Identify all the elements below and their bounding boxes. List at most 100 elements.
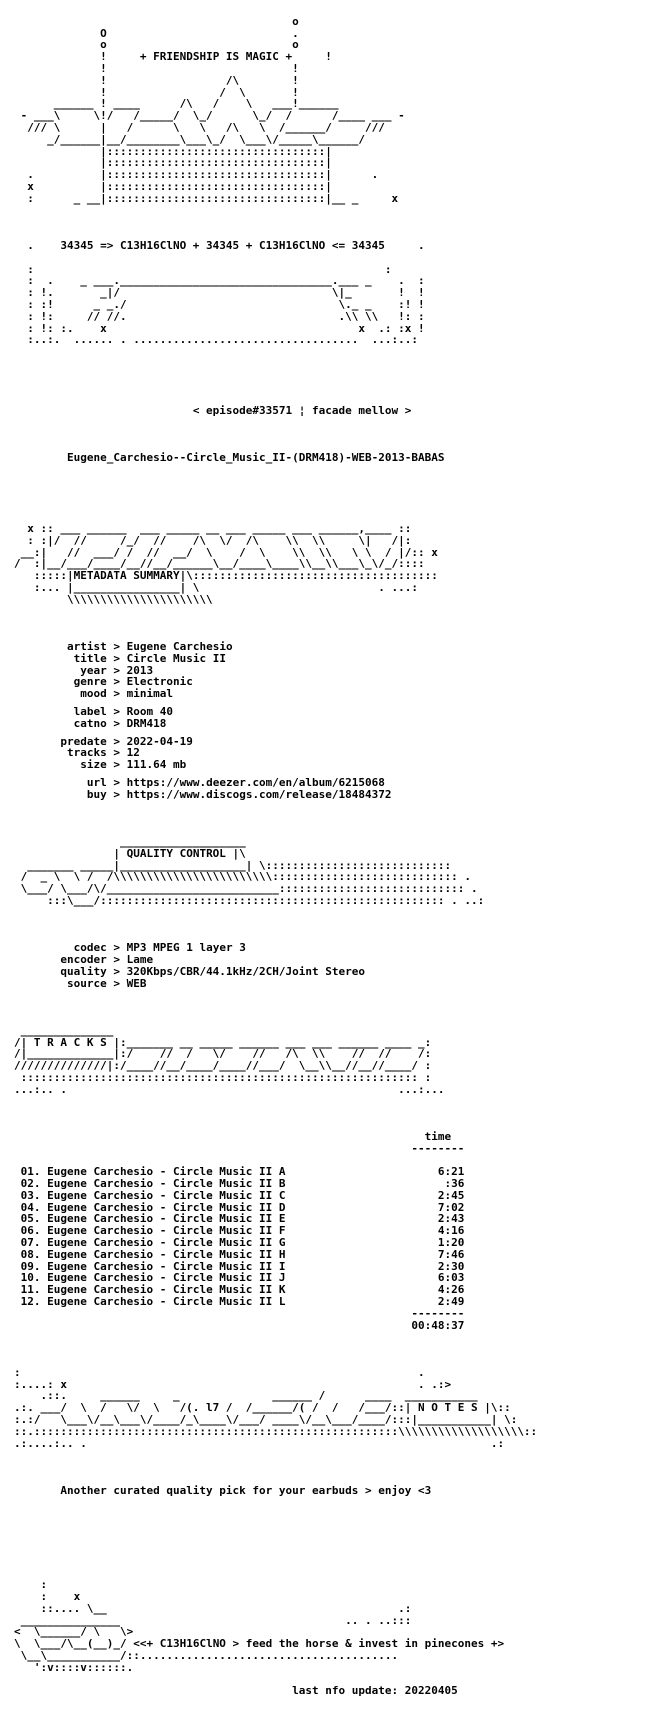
track-row: 01. Eugene Carchesio - Circle Music II A… [14,1166,537,1178]
metadata-key: artist [66,640,107,654]
nfo-document: o O . o o ! + FRIENDSHIP IS MAGIC + ! ! … [14,4,537,1709]
rule-line: -------- [411,1141,465,1155]
track-time: 4:16 [437,1224,465,1238]
quality-title: QUALITY CONTROL [126,846,226,860]
track-row: 06. Eugene Carchesio - Circle Music II F… [14,1225,537,1237]
metadata-row: url > https://www.deezer.com/en/album/62… [86,776,385,789]
last-update-line: last nfo update: 20220405 [14,1685,537,1697]
track-time: 6:03 [437,1271,465,1285]
tracklist-rule: -------- [14,1306,537,1320]
last-update: last nfo update: 20220405 [292,1684,458,1698]
track-number: 12. [20,1295,41,1309]
track-number: 03. [20,1188,41,1202]
metadata-row: catno > DRM418 [73,716,167,730]
track-title: Eugene Carchesio - Circle Music II J [47,1271,286,1285]
metadata-row: label > Room 40 [73,705,173,719]
metadata-key: url [86,776,107,789]
track-time: 6:21 [437,1165,465,1179]
metadata-key: label [73,705,107,719]
track-time: 2:49 [437,1295,465,1309]
metadata-value: https://www.deezer.com/en/album/6215068 [126,776,385,789]
release-name: Eugene_Carchesio--Circle_Music_II-(DRM41… [66,451,445,465]
track-time: 4:26 [437,1283,465,1297]
metadata-key: year [80,663,107,677]
quality-value: 320Kbps/CBR/44.1kHz/2CH/Joint Stereo [126,964,366,978]
track-row: 02. Eugene Carchesio - Circle Music II B… [14,1178,537,1190]
metadata-value: DRM418 [126,716,167,730]
track-number: 01. [20,1165,41,1179]
track-title: Eugene Carchesio - Circle Music II E [47,1212,286,1226]
metadata-title: METADATA SUMMARY [73,569,180,583]
track-number: 04. [20,1200,41,1214]
track-time: 7:46 [437,1247,465,1261]
track-title: Eugene Carchesio - Circle Music II A [47,1165,286,1179]
metadata-value: Circle Music II [126,651,226,665]
ascii-art-header-bottom: : : : . _ ___.__________________________… [27,262,425,347]
notes-message: Another curated quality pick for your ea… [60,1483,432,1497]
tracklist-total: 00:48:37 [14,1318,537,1332]
track-title: Eugene Carchesio - Circle Music II G [47,1236,286,1250]
track-title: Eugene Carchesio - Circle Music II C [47,1188,286,1202]
metadata-row: size > 111.64 mb [80,758,187,772]
ascii-art-footer: : : x ::.... \__ .: _______________ .. .… [14,1578,505,1674]
track-time: 2:30 [437,1259,465,1273]
track-row: 12. Eugene Carchesio - Circle Music II L… [14,1296,537,1308]
tagline: + FRIENDSHIP IS MAGIC + [139,50,293,64]
metadata-value: 111.64 mb [126,758,187,772]
quality-value: WEB [126,976,147,990]
time-column-header: time [424,1129,452,1143]
ascii-art-notes-banner: : . :....: x . .:> .::. ______ _ ______ … [14,1365,538,1450]
quality-row: source > WEB [66,976,147,990]
tracklist-rule: -------- [14,1141,537,1155]
track-number: 07. [20,1236,41,1250]
release-line: Eugene_Carchesio--Circle_Music_II-(DRM41… [14,452,537,464]
track-number: 08. [20,1247,41,1261]
quality-row: quality > 320Kbps/CBR/44.1kHz/2CH/Joint … [60,964,366,978]
ascii-art-header-top: o O . o o ! + FRIENDSHIP IS MAGIC + ! ! … [20,14,405,205]
track-title: Eugene Carchesio - Circle Music II K [47,1283,286,1297]
track-row: 09. Eugene Carchesio - Circle Music II I… [14,1259,537,1273]
ascii-art-metadata-banner: x :: ___ ______ ___ _____ __ ___ _____ _… [14,522,438,606]
metadata-key: tracks [66,746,107,760]
track-row: 08. Eugene Carchesio - Circle Music II H… [14,1247,537,1261]
metadata-row: year > 2013 [80,663,154,677]
track-title: Eugene Carchesio - Circle Music II B [47,1177,286,1191]
metadata-key: size [80,758,107,772]
metadata-key: predate [60,734,107,748]
metadata-key: buy [86,787,107,801]
track-row: 07. Eugene Carchesio - Circle Music II G… [14,1237,537,1249]
track-row: 11. Eugene Carchesio - Circle Music II K… [14,1284,537,1296]
track-number: 06. [20,1224,41,1238]
metadata-key: catno [73,716,107,730]
track-row: 03. Eugene Carchesio - Circle Music II C… [14,1188,537,1202]
track-time: 1:20 [437,1236,465,1250]
track-number: 09. [20,1259,41,1273]
quality-row: encoder > Lame [60,952,154,966]
metadata-key: genre [73,675,107,689]
metadata-row: predate > 2022-04-19 [60,734,193,748]
quality-key: encoder [60,952,107,966]
track-row: 05. Eugene Carchesio - Circle Music II E… [14,1213,537,1225]
tracklist: time -------- 01. Eugene Carchesio - Cir… [14,1131,537,1332]
metadata-value: https://www.discogs.com/release/18484372 [126,787,392,801]
metadata-value: 2022-04-19 [126,734,193,748]
track-title: Eugene Carchesio - Circle Music II D [47,1200,286,1214]
quality-key: source [66,976,107,990]
track-title: Eugene Carchesio - Circle Music II F [47,1224,286,1238]
metadata-value: Electronic [126,675,193,689]
rule-line: -------- [411,1306,465,1320]
metadata-key: title [73,651,107,665]
episode-line: < episode#33571 ¦ facade mellow > [14,405,537,417]
track-number: 11. [20,1283,41,1297]
total-time: 00:48:37 [411,1318,465,1332]
track-time: 2:43 [437,1212,465,1226]
notes-line: Another curated quality pick for your ea… [14,1483,537,1497]
metadata-row: genre > Electronic [73,675,193,689]
metadata-value: Room 40 [126,705,173,719]
track-time: 2:45 [437,1188,465,1202]
quality-block: codec > MP3 MPEG 1 layer 3 encoder > Lam… [14,942,537,989]
ascii-art-tracks-banner: ______________ /| T R A C K S |:_______ … [14,1023,445,1096]
formula-line: . 34345 => C13H16ClNO + 34345 + C13H16Cl… [14,238,425,252]
metadata-row: tracks > 12 [66,746,140,760]
ascii-art-quality-banner: ___________________ | QUALITY CONTROL |\… [20,834,485,907]
